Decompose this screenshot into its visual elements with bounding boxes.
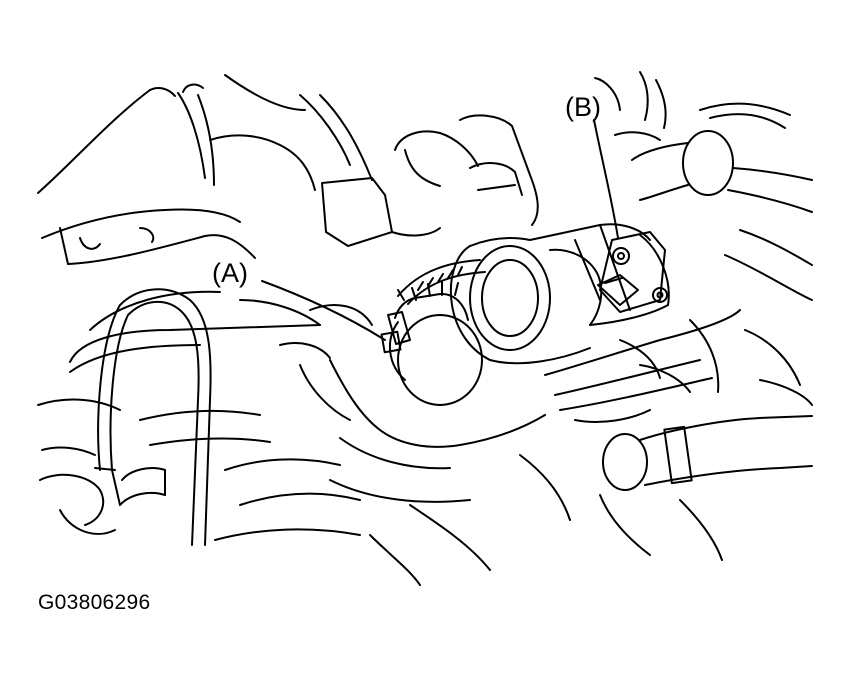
figure-id: G03806296: [38, 591, 151, 614]
callout-label-a: (A): [212, 258, 248, 288]
engine-bay-linework: [38, 72, 812, 585]
callout-label-b: (B): [565, 92, 601, 122]
